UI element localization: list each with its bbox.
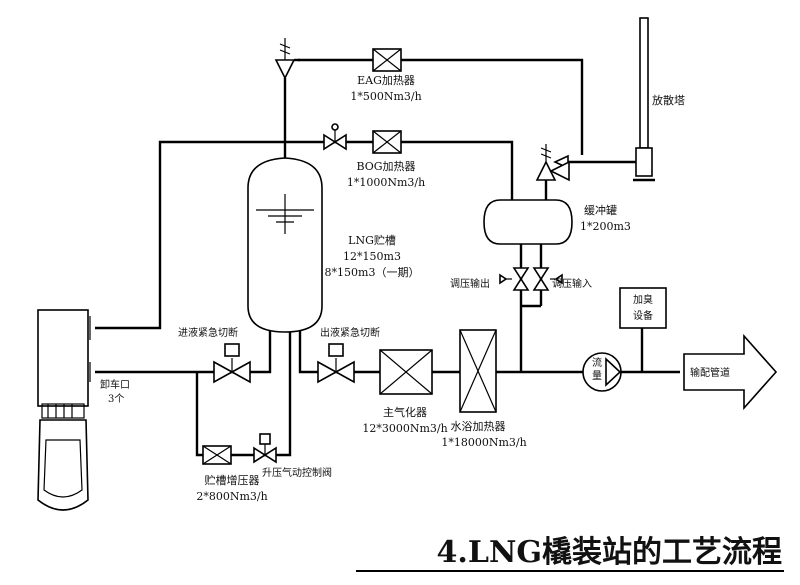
label-unload-count: 3个 — [108, 393, 124, 405]
label-buffer-tank: 缓冲罐 — [584, 203, 617, 217]
label-eag-heater: EAG加热器 — [357, 74, 415, 87]
water-bath-heater — [459, 329, 497, 413]
bog-heater — [372, 130, 402, 154]
label-water-heater: 水浴加热器 — [451, 420, 506, 433]
flowmeter — [582, 352, 622, 392]
label-inlet-valve: 进液紧急切断 — [178, 326, 238, 339]
tank-booster — [202, 445, 232, 465]
outlet-emergency-valve — [317, 343, 355, 384]
label-main-vaporizer: 主气化器 — [383, 405, 427, 419]
label-lng-spec2: 8*150m3（一期） — [325, 266, 420, 279]
label-water-heater-spec: 1*18000Nm3/h — [441, 436, 526, 449]
lng-storage-tank — [247, 157, 323, 333]
label-flowmeter-2: 量 — [592, 370, 602, 382]
pipe-outlet-main — [298, 330, 680, 374]
vent-tower — [633, 17, 655, 182]
buffer-tank — [483, 199, 573, 245]
label-lng-spec1: 12*150m3 — [343, 250, 401, 263]
label-odorizer-1: 加臭 — [633, 293, 653, 306]
page-title: 4.LNG橇装站的工艺流程 — [437, 535, 782, 570]
bog-valve — [323, 123, 347, 151]
label-odorizer-2: 设备 — [633, 309, 653, 322]
main-vaporizer — [379, 349, 433, 395]
label-flowmeter-1: 流 — [592, 356, 602, 369]
label-outlet-valve: 出液紧急切断 — [320, 326, 380, 339]
label-lng-tank: LNG贮槽 — [348, 234, 396, 247]
label-vent-tower: 放散塔 — [652, 93, 685, 107]
page-title-group: 4.LNG橇装站的工艺流程 — [356, 535, 784, 572]
label-distribution: 输配管道 — [690, 366, 730, 379]
label-tank-booster: 贮槽增压器 — [205, 473, 260, 487]
label-booster-valve: 升压气动控制阀 — [262, 466, 332, 479]
odorizer — [619, 287, 667, 329]
lng-tank-body — [247, 157, 323, 333]
truck-tank — [37, 309, 89, 407]
relief-valve-main — [274, 38, 300, 80]
inlet-emergency-valve — [213, 343, 251, 384]
label-eag-spec: 1*500Nm3/h — [350, 90, 421, 103]
pipe-bog-line — [95, 140, 514, 330]
label-pressure-in: 调压输入 — [552, 277, 592, 290]
pressure-regulator-valves — [499, 267, 563, 291]
booster-control-valve — [253, 433, 277, 464]
truck-valves — [41, 403, 85, 419]
label-unload-port: 卸车口 — [100, 378, 130, 391]
pipe-booster-loop — [195, 330, 292, 457]
tanker-truck — [37, 309, 91, 511]
label-tank-booster-spec: 2*800Nm3/h — [196, 490, 267, 503]
label-buffer-spec: 1*200m3 — [580, 220, 631, 233]
distribution-arrow — [683, 333, 778, 411]
truck-windshield — [43, 439, 83, 498]
labels: EAG加热器 1*500Nm3/h 放散塔 BOG加热器 1*1000Nm3/h… — [100, 74, 730, 503]
relief-valve-eag — [549, 160, 570, 182]
label-main-vaporizer-spec: 12*3000Nm3/h — [362, 422, 447, 435]
label-pressure-out: 调压输出 — [450, 277, 490, 290]
label-bog-heater: BOG加热器 — [356, 160, 415, 173]
truck-cab — [37, 419, 89, 511]
label-bog-spec: 1*1000Nm3/h — [347, 176, 425, 189]
eag-heater — [372, 48, 402, 72]
pipe-unload-inlet — [95, 330, 272, 374]
